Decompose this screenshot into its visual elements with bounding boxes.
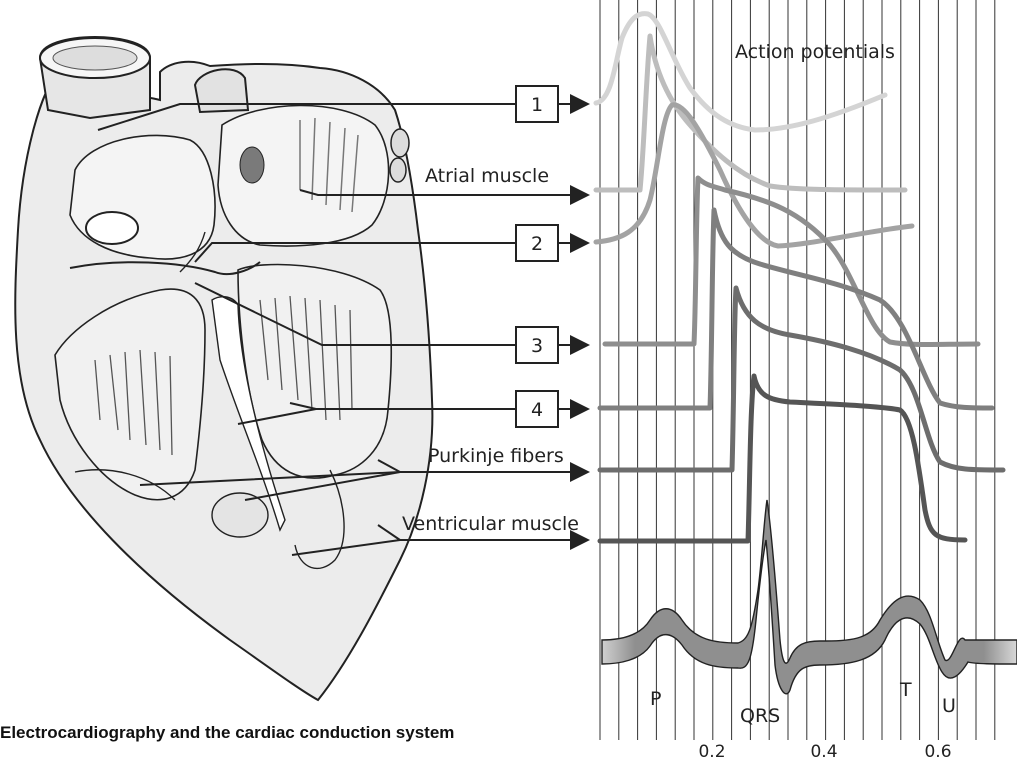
time-tick-0-6: 0.6 xyxy=(924,742,951,762)
box-1: 1 xyxy=(516,86,558,122)
time-axis: 0.2 0.4 0.6 xyxy=(698,742,951,762)
ventricular-muscle-label: Ventricular muscle xyxy=(402,513,579,535)
action-potential-traces xyxy=(596,14,1003,541)
time-tick-0-2: 0.2 xyxy=(698,742,725,762)
figure-caption: Electrocardiography and the cardiac cond… xyxy=(0,723,454,742)
ecg-t-label: T xyxy=(899,679,912,701)
box-4: 4 xyxy=(516,391,558,427)
ecg-u-label: U xyxy=(942,695,956,717)
time-tick-0-4: 0.4 xyxy=(810,742,837,762)
purkinje-fibers-label: Purkinje fibers xyxy=(428,445,564,467)
box-3: 3 xyxy=(516,327,558,363)
pulmonary-opening xyxy=(240,147,264,183)
ecg-waveform: P QRS T U xyxy=(602,500,1017,727)
atrial-muscle-label: Atrial muscle xyxy=(425,165,549,187)
action-potentials-title: Action potentials xyxy=(735,41,895,63)
heart-illustration xyxy=(15,37,432,700)
ecg-qrs-label: QRS xyxy=(740,705,780,727)
box-2-label: 2 xyxy=(531,233,543,255)
right-atrium xyxy=(70,135,215,259)
pulmonary-vessel xyxy=(195,69,248,112)
box-3-label: 3 xyxy=(531,335,543,357)
box-2: 2 xyxy=(516,225,558,261)
sa-opening xyxy=(86,212,138,244)
trace-purkinje-fibers xyxy=(600,288,1003,470)
numbered-boxes: 1 2 3 4 xyxy=(516,86,558,427)
box-4-label: 4 xyxy=(531,399,543,421)
trace-bundle-branches xyxy=(600,210,992,408)
box-1-label: 1 xyxy=(531,94,543,116)
ecg-ribbon xyxy=(602,500,1017,694)
trace-ventricular-muscle xyxy=(600,376,965,541)
trace-sa-node xyxy=(596,14,885,130)
ecg-p-label: P xyxy=(650,688,661,710)
trace-bundle-his xyxy=(605,178,978,345)
